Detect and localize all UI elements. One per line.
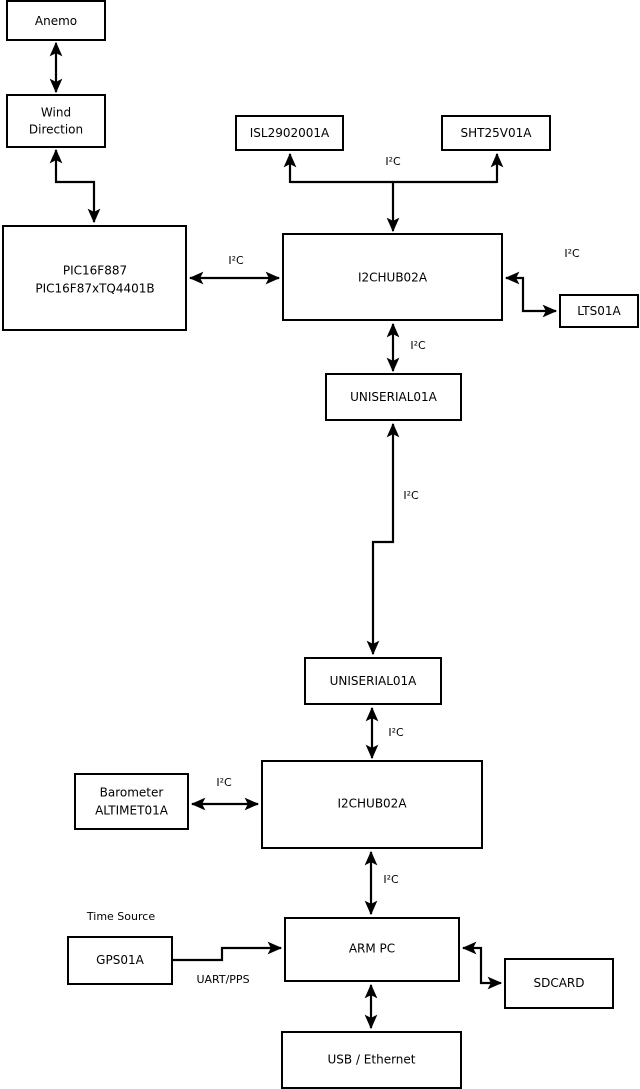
node-anemo[interactable]: Anemo [6,0,106,41]
edge-label-i2c-uniserial2-hub: I²C [388,726,404,739]
edge-hub-top-uniserial1: I²C [386,322,426,373]
edge-uniserial2-hub-bottom: I²C [365,706,404,760]
node-barometer-label-line2: ALTIMET01A [95,804,169,818]
edge-label-i2c-pic-hub: I²C [228,254,244,267]
node-usb-ethernet-rect[interactable] [281,1031,462,1089]
edge-label-i2c-hub-sensors: I²C [385,155,401,168]
node-i2chub02a-bottom[interactable]: I2CHUB02A [261,760,483,849]
node-sht25v01a-rect[interactable] [441,115,551,151]
edge-path [172,941,283,962]
edge-path [504,271,558,318]
node-sdcard[interactable]: SDCARD [504,958,614,1009]
node-isl2902001a[interactable]: ISL2902001A [235,115,344,151]
node-gps01a[interactable]: GPS01A [67,936,173,985]
node-isl2902001a-rect[interactable] [235,115,344,151]
edge-hub-top-lts: I²C [504,247,580,318]
node-sdcard-label: SDCARD [533,976,584,990]
node-wind-direction[interactable]: Wind Direction [6,94,106,148]
edge-gps-armpc: UART/PPS [172,941,283,986]
edge-pic-wind [49,148,101,224]
node-wind-direction-rect[interactable] [6,94,106,148]
node-uniserial01a-lower-label: UNISERIAL01A [330,674,418,688]
node-uniserial01a-upper-label: UNISERIAL01A [350,390,438,404]
node-usb-ethernet-label: USB / Ethernet [328,1053,416,1067]
node-sht25v01a[interactable]: SHT25V01A [441,115,551,151]
node-i2chub02a-bottom-label: I2CHUB02A [337,797,407,811]
edge-hub-bottom-armpc: I²C [364,850,399,916]
node-arm-pc-label: ARM PC [349,942,395,956]
node-wind-direction-label-line2: Direction [29,123,83,137]
node-barometer-label-line1: Barometer [100,786,164,800]
node-sdcard-rect[interactable] [504,958,614,1009]
node-i2chub02a-bottom-rect[interactable] [261,760,483,849]
edge-armpc-sdcard [461,941,503,990]
node-gps01a-label: GPS01A [96,953,144,967]
node-i2chub02a-top-label: I2CHUB02A [358,271,428,285]
node-anemo-rect[interactable] [6,0,106,41]
node-pic-mcu-label-line2: PIC16F87xTQ4401B [35,282,154,296]
node-pic-mcu[interactable]: PIC16F887 PIC16F87xTQ4401B [2,225,187,331]
node-i2chub02a-top[interactable]: I2CHUB02A [282,233,503,321]
label-time-source: Time Source [86,910,155,923]
edge-label-uart-pps: UART/PPS [196,973,249,986]
node-lts01a-label: LTS01A [577,304,621,318]
node-pic-mcu-label-line1: PIC16F887 [63,264,127,278]
node-uniserial01a-upper-rect[interactable] [325,373,462,421]
edge-pic-hub-top: I²C [188,254,281,285]
node-arm-pc[interactable]: ARM PC [284,917,460,982]
node-barometer-rect[interactable] [74,773,189,830]
edge-path [49,148,101,224]
edge-label-i2c-hub-lts: I²C [564,247,580,260]
edge-label-i2c-uniserial-link: I²C [403,489,419,502]
node-uniserial01a-lower-rect[interactable] [304,657,442,705]
node-wind-direction-label-line1: Wind [41,106,71,120]
edge-path [366,422,400,656]
node-sht25v01a-label: SHT25V01A [461,126,533,140]
node-gps01a-rect[interactable] [67,936,173,985]
node-uniserial01a-lower[interactable]: UNISERIAL01A [304,657,442,705]
edge-path [461,941,503,990]
node-anemo-label: Anemo [35,14,77,28]
node-pic-mcu-rect[interactable] [2,225,187,331]
edge-label-i2c-hub-armpc: I²C [383,873,399,886]
node-uniserial01a-upper[interactable]: UNISERIAL01A [325,373,462,421]
node-usb-ethernet[interactable]: USB / Ethernet [281,1031,462,1089]
node-barometer[interactable]: Barometer ALTIMET01A [74,773,189,830]
edge-label-i2c-hub-uniserial1: I²C [410,339,426,352]
node-lts01a[interactable]: LTS01A [559,294,639,328]
node-arm-pc-rect[interactable] [284,917,460,982]
edge-label-i2c-baro-hub: I²C [216,776,232,789]
edge-barometer-hub-bottom: I²C [190,776,260,811]
node-isl2902001a-label: ISL2902001A [250,126,330,140]
edge-hub-top-sensors: I²C [283,152,504,233]
node-i2chub02a-top-rect[interactable] [282,233,503,321]
node-lts01a-rect[interactable] [559,294,639,328]
edge-uniserial1-uniserial2: I²C [366,422,419,656]
